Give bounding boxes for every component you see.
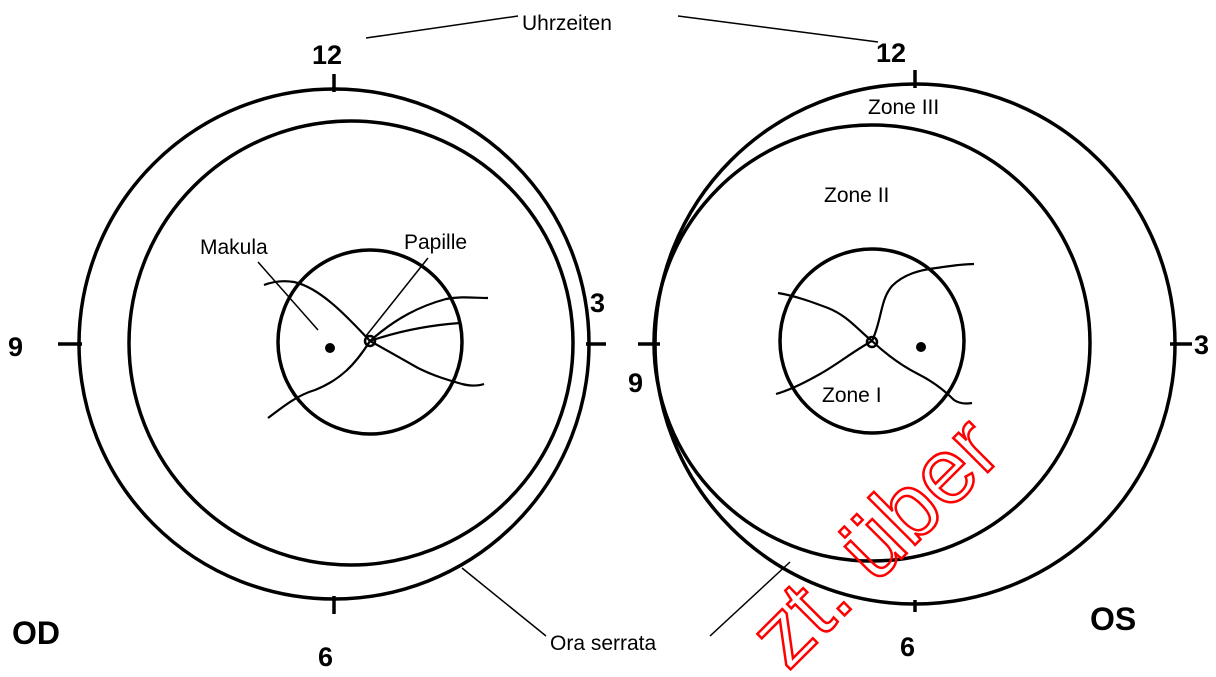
zone-2-label: Zone II (824, 184, 889, 207)
od-outer-circle (79, 89, 589, 599)
od-clock-3: 3 (590, 288, 605, 318)
od-clock-12: 12 (312, 40, 342, 70)
os-macula-dot (916, 342, 926, 352)
uhrzeiten-label: Uhrzeiten (522, 12, 612, 35)
os-clock-9: 9 (628, 368, 643, 398)
makula-label: Makula (200, 236, 268, 259)
od-ora-serrata-circle (129, 121, 573, 565)
papille-leader-line (366, 258, 428, 336)
os-clock-6: 6 (900, 632, 915, 662)
papille-label: Papille (404, 231, 467, 254)
od-macula-dot (325, 343, 335, 353)
od-eye-label: OD (12, 615, 60, 651)
os-vessel (778, 293, 872, 341)
od-leader-lines (258, 258, 428, 336)
os-clock-12: 12 (876, 38, 906, 68)
zone-1-label: Zone I (822, 384, 882, 407)
od-vessel (370, 341, 484, 386)
os-vessel (872, 264, 974, 341)
od-eye (79, 89, 589, 599)
od-vessel (370, 323, 460, 341)
os-eye-label: OS (1090, 601, 1136, 637)
od-clock-6: 6 (318, 642, 333, 672)
uhrzeiten-leader-left (366, 16, 518, 38)
od-clock-9: 9 (8, 332, 23, 362)
uhrzeiten-leader-right (678, 16, 878, 42)
od-vessel (268, 341, 370, 418)
os-clock-3: 3 (1194, 330, 1209, 360)
ora-serrata-leader-left (462, 568, 546, 636)
ora-serrata-label: Ora serrata (550, 632, 657, 655)
zone-3-label: Zone III (868, 96, 939, 119)
